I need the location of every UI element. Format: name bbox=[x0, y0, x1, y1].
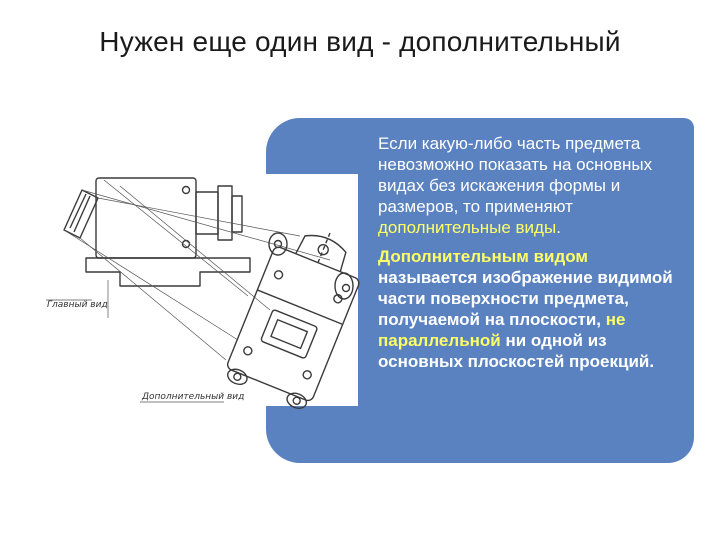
para2-highlight-2: не параллельной bbox=[378, 310, 626, 350]
definition-text: Если какую-либо часть предмета невозможн… bbox=[378, 133, 690, 372]
paragraph-usage: Если какую-либо часть предмета невозможн… bbox=[378, 133, 690, 238]
slide-title: Нужен еще один вид - дополнительный bbox=[99, 26, 621, 57]
para2-text: называется изображение видимой части пов… bbox=[378, 268, 673, 329]
para1-text: Если какую-либо часть предмета невозможн… bbox=[378, 134, 653, 216]
drawing-card bbox=[40, 174, 358, 406]
para2-highlight: Дополнительным видом bbox=[378, 247, 588, 266]
para1-highlight: дополнительные виды bbox=[378, 218, 557, 237]
paragraph-definition: Дополнительным видом называется изображе… bbox=[378, 246, 690, 372]
para2-text-end: ни одной из основных плоскостей проекций… bbox=[378, 331, 655, 371]
para1-end: . bbox=[556, 218, 561, 237]
